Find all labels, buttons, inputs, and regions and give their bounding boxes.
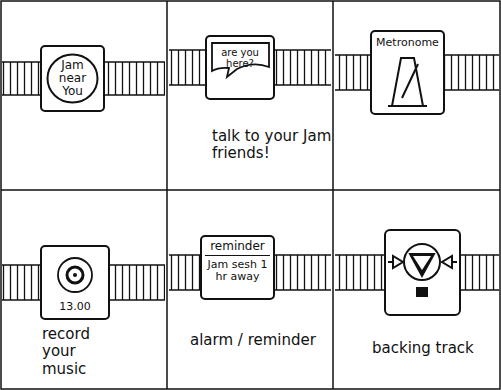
sketch-caption: record your music: [42, 326, 114, 378]
watch-screen: are you here?: [205, 35, 275, 100]
screen-text: Jam sesh 1 hr away: [205, 259, 270, 283]
watch-screen: Jam near You: [40, 45, 105, 112]
grid-line: [1, 189, 500, 191]
screen-heading: reminder: [205, 240, 270, 256]
reminder-screen: reminderJam sesh 1 hr away: [200, 235, 275, 300]
screen-text: Metronome: [376, 37, 439, 49]
grid-line: [332, 1, 334, 389]
screen-text: Jam near You: [54, 59, 91, 99]
watch-screen: 13.00: [40, 245, 110, 320]
grid-line: [166, 1, 168, 389]
screen-text: 13.00: [59, 301, 91, 313]
sketch-caption: alarm / reminder: [190, 332, 330, 349]
sketch-caption: backing track: [372, 340, 497, 357]
screen-text: are you here?: [213, 47, 267, 69]
sketch-caption: talk to your Jam friends!: [212, 128, 332, 163]
watch-screen: Metronome: [370, 30, 445, 115]
backing-track-face: [385, 230, 460, 315]
